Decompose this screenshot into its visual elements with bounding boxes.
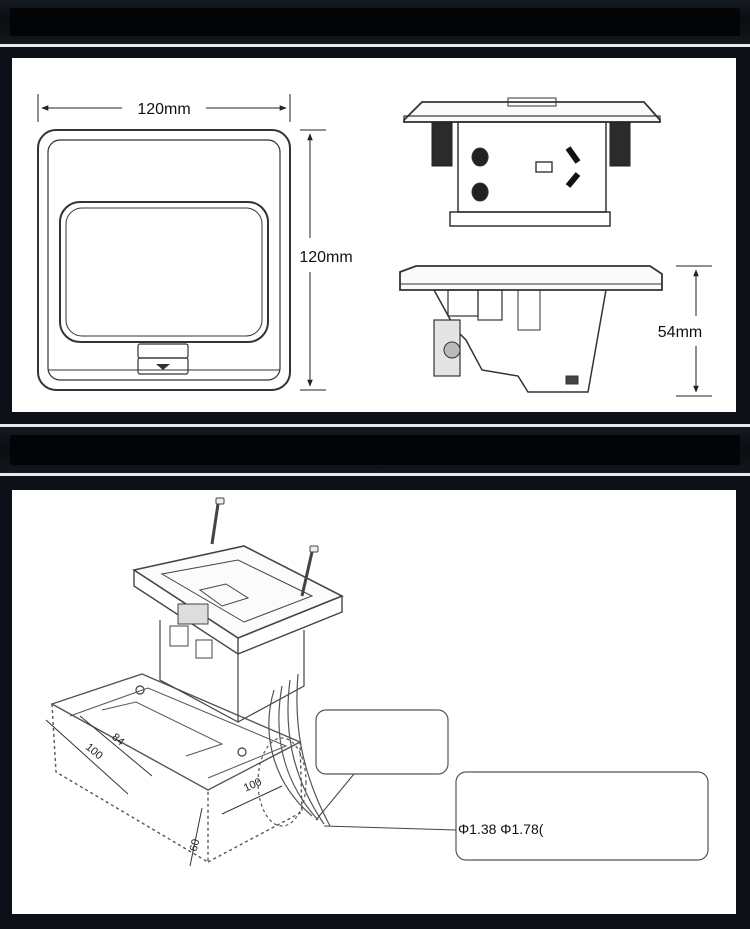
dimension-diagram: 120mm 120mm	[37, 94, 712, 397]
screw-left	[210, 497, 225, 545]
installation-diagram: 100 84 100 60	[45, 497, 709, 867]
cutout-box	[50, 673, 303, 864]
dim-100-right-label: 100	[242, 776, 264, 794]
callout-box-upper	[315, 709, 449, 821]
section-banner-middle	[0, 427, 750, 473]
dim-84-label: 84	[109, 731, 126, 748]
height-label: 120mm	[299, 249, 352, 266]
height-dimension	[300, 129, 326, 391]
installation-diagram-panel: 100 84 100 60	[12, 490, 736, 914]
screw-right	[300, 545, 319, 597]
dim-100-left-label: 100	[83, 741, 105, 762]
dim-60-label: 60	[188, 838, 203, 853]
width-dimension	[37, 94, 291, 122]
cable-bundle	[257, 673, 331, 827]
divider	[0, 473, 750, 476]
depth-dimension	[676, 265, 712, 397]
section-banner-top	[0, 0, 750, 44]
callout-box-lower	[323, 771, 709, 861]
cable-spec-label: Φ1.38 Φ1.78(	[458, 821, 544, 837]
side-view-drawing	[399, 265, 663, 393]
width-label: 120mm	[137, 101, 190, 118]
top-view-drawing	[37, 129, 291, 391]
dimension-diagram-panel: 120mm 120mm	[12, 58, 736, 412]
divider	[0, 424, 750, 427]
cutout-dimensions	[45, 715, 283, 867]
divider	[0, 44, 750, 47]
socket-unit	[131, 545, 344, 724]
front-view-drawing	[403, 97, 661, 227]
depth-label: 54mm	[658, 324, 702, 341]
